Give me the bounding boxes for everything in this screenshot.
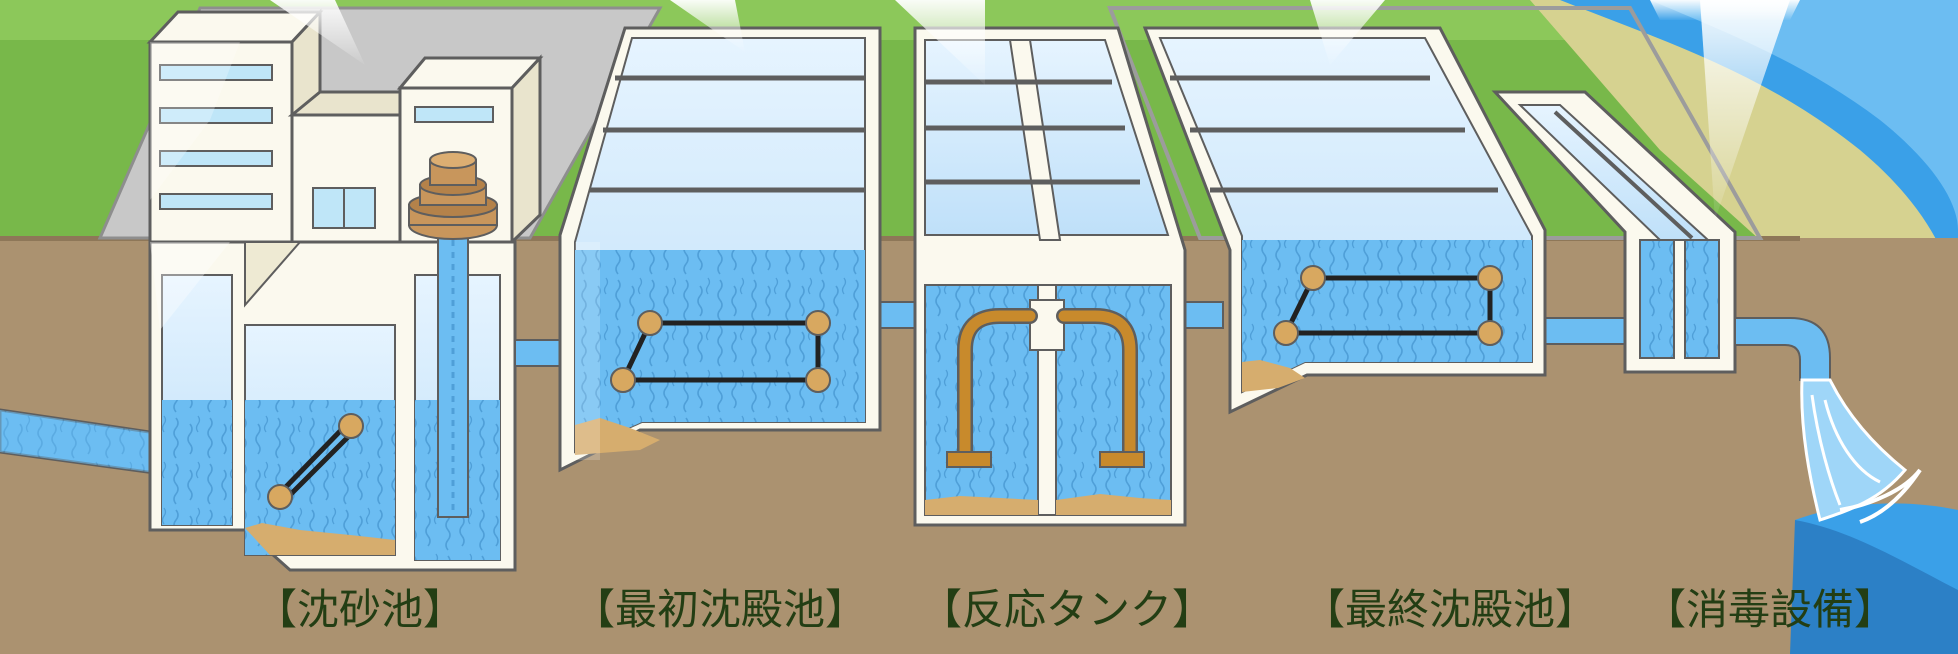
primary-clarifier — [558, 26, 882, 473]
discharge-waterfall — [1800, 378, 1922, 524]
label-final-clarifier: 【最終沈殿池】 — [1302, 585, 1597, 634]
chain-conveyor-icon — [1273, 265, 1503, 346]
label-reaction-tank: 【反応タンク】 — [920, 585, 1215, 634]
label-sand-basin: 【沈砂池】 — [254, 585, 465, 634]
sand-basin — [148, 231, 517, 572]
building-windows — [159, 64, 494, 229]
chain-conveyor-icon — [610, 310, 831, 393]
river — [1790, 503, 1958, 654]
admin-building — [146, 8, 544, 246]
ground-lane — [1107, 6, 1764, 240]
chain-scraper-icon — [267, 413, 364, 510]
pointer-beams — [270, 0, 1800, 220]
reaction-tank — [913, 26, 1187, 527]
label-disinfection: 【消毒設備】 — [1643, 585, 1896, 634]
pump-motor-icon — [408, 151, 498, 240]
aeration-pipe-icon — [946, 308, 1145, 468]
label-primary-clarifier: 【最初沈殿池】 — [572, 585, 867, 634]
disinfection-facility — [1491, 90, 1737, 374]
